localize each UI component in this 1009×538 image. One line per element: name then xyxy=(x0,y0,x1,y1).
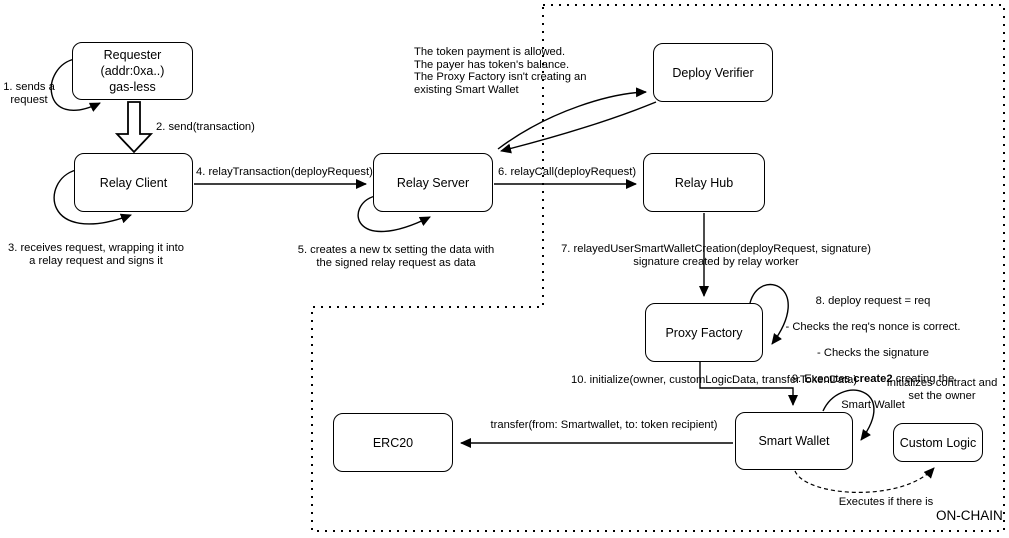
label-step-7-relayed-creation: 7. relayedUserSmartWalletCreation(deploy… xyxy=(561,243,871,268)
node-erc20: ERC20 xyxy=(333,413,453,472)
step9-post-text: creating the xyxy=(892,373,955,385)
initialize-arrow xyxy=(699,362,798,406)
node-requester: Requester (addr:0xa..) gas-less xyxy=(72,42,193,100)
verifier-to-server-arrow xyxy=(500,101,657,154)
label-step-2-send-transaction: 2. send(transaction) xyxy=(156,121,255,133)
step8-line3: - Checks the signature xyxy=(817,347,929,359)
proxy-factory-self-loop-arrow xyxy=(749,283,789,345)
node-smart-wallet: Smart Wallet xyxy=(735,412,853,470)
step8-line2: - Checks the req's nonce is correct. xyxy=(785,321,961,333)
server-to-verifier-arrow xyxy=(497,87,647,150)
step8-line1: 8. deploy request = req xyxy=(815,295,931,307)
label-step-10-initialize: 10. initialize(owner, customLogicData, t… xyxy=(571,374,858,386)
executes-custom-logic-arrow xyxy=(794,467,935,493)
node-relay-client: Relay Client xyxy=(74,153,193,212)
label-executes-if-there-is: Executes if there is xyxy=(838,496,934,508)
send-transaction-block-arrow xyxy=(114,101,154,154)
label-verifier-note: The token payment is allowed. The payer … xyxy=(414,46,587,96)
label-step-3-receives-request: 3. receives request, wrapping it into a … xyxy=(8,242,184,267)
label-step-6-relay-call: 6. relayCall(deployRequest) xyxy=(498,166,637,178)
node-relay-hub: Relay Hub xyxy=(643,153,765,212)
label-initializes-contract-note: Initializes contract and set the owner xyxy=(886,377,998,402)
step9-line1: 9. Executes create2 creating the xyxy=(773,373,973,386)
label-step-1-sends-request: 1. sends a request xyxy=(3,81,55,106)
label-step-4-relay-transaction: 4. relayTransaction(deployRequest) xyxy=(196,166,373,178)
smart-wallet-self-loop-arrow xyxy=(822,389,875,441)
step9-pre-text: 9. Executes xyxy=(791,373,854,385)
node-custom-logic: Custom Logic xyxy=(893,423,983,462)
node-proxy-factory: Proxy Factory xyxy=(645,303,763,362)
label-step-8-9-checks: 8. deploy request = req - Checks the req… xyxy=(773,282,973,425)
label-transfer: transfer(from: Smartwallet, to: token re… xyxy=(490,419,718,431)
relay-server-self-loop-arrow xyxy=(357,195,431,233)
requester-self-loop-arrow xyxy=(50,58,101,112)
step9-create2-bold: create2 xyxy=(853,373,893,385)
relay-client-self-loop-arrow xyxy=(53,169,132,225)
label-step-5-creates-new-tx: 5. creates a new tx setting the data wit… xyxy=(297,244,495,269)
node-relay-server: Relay Server xyxy=(373,153,493,212)
label-on-chain: ON-CHAIN xyxy=(936,508,1003,523)
step9-line2: Smart Wallet xyxy=(841,399,905,411)
node-deploy-verifier: Deploy Verifier xyxy=(653,43,773,102)
